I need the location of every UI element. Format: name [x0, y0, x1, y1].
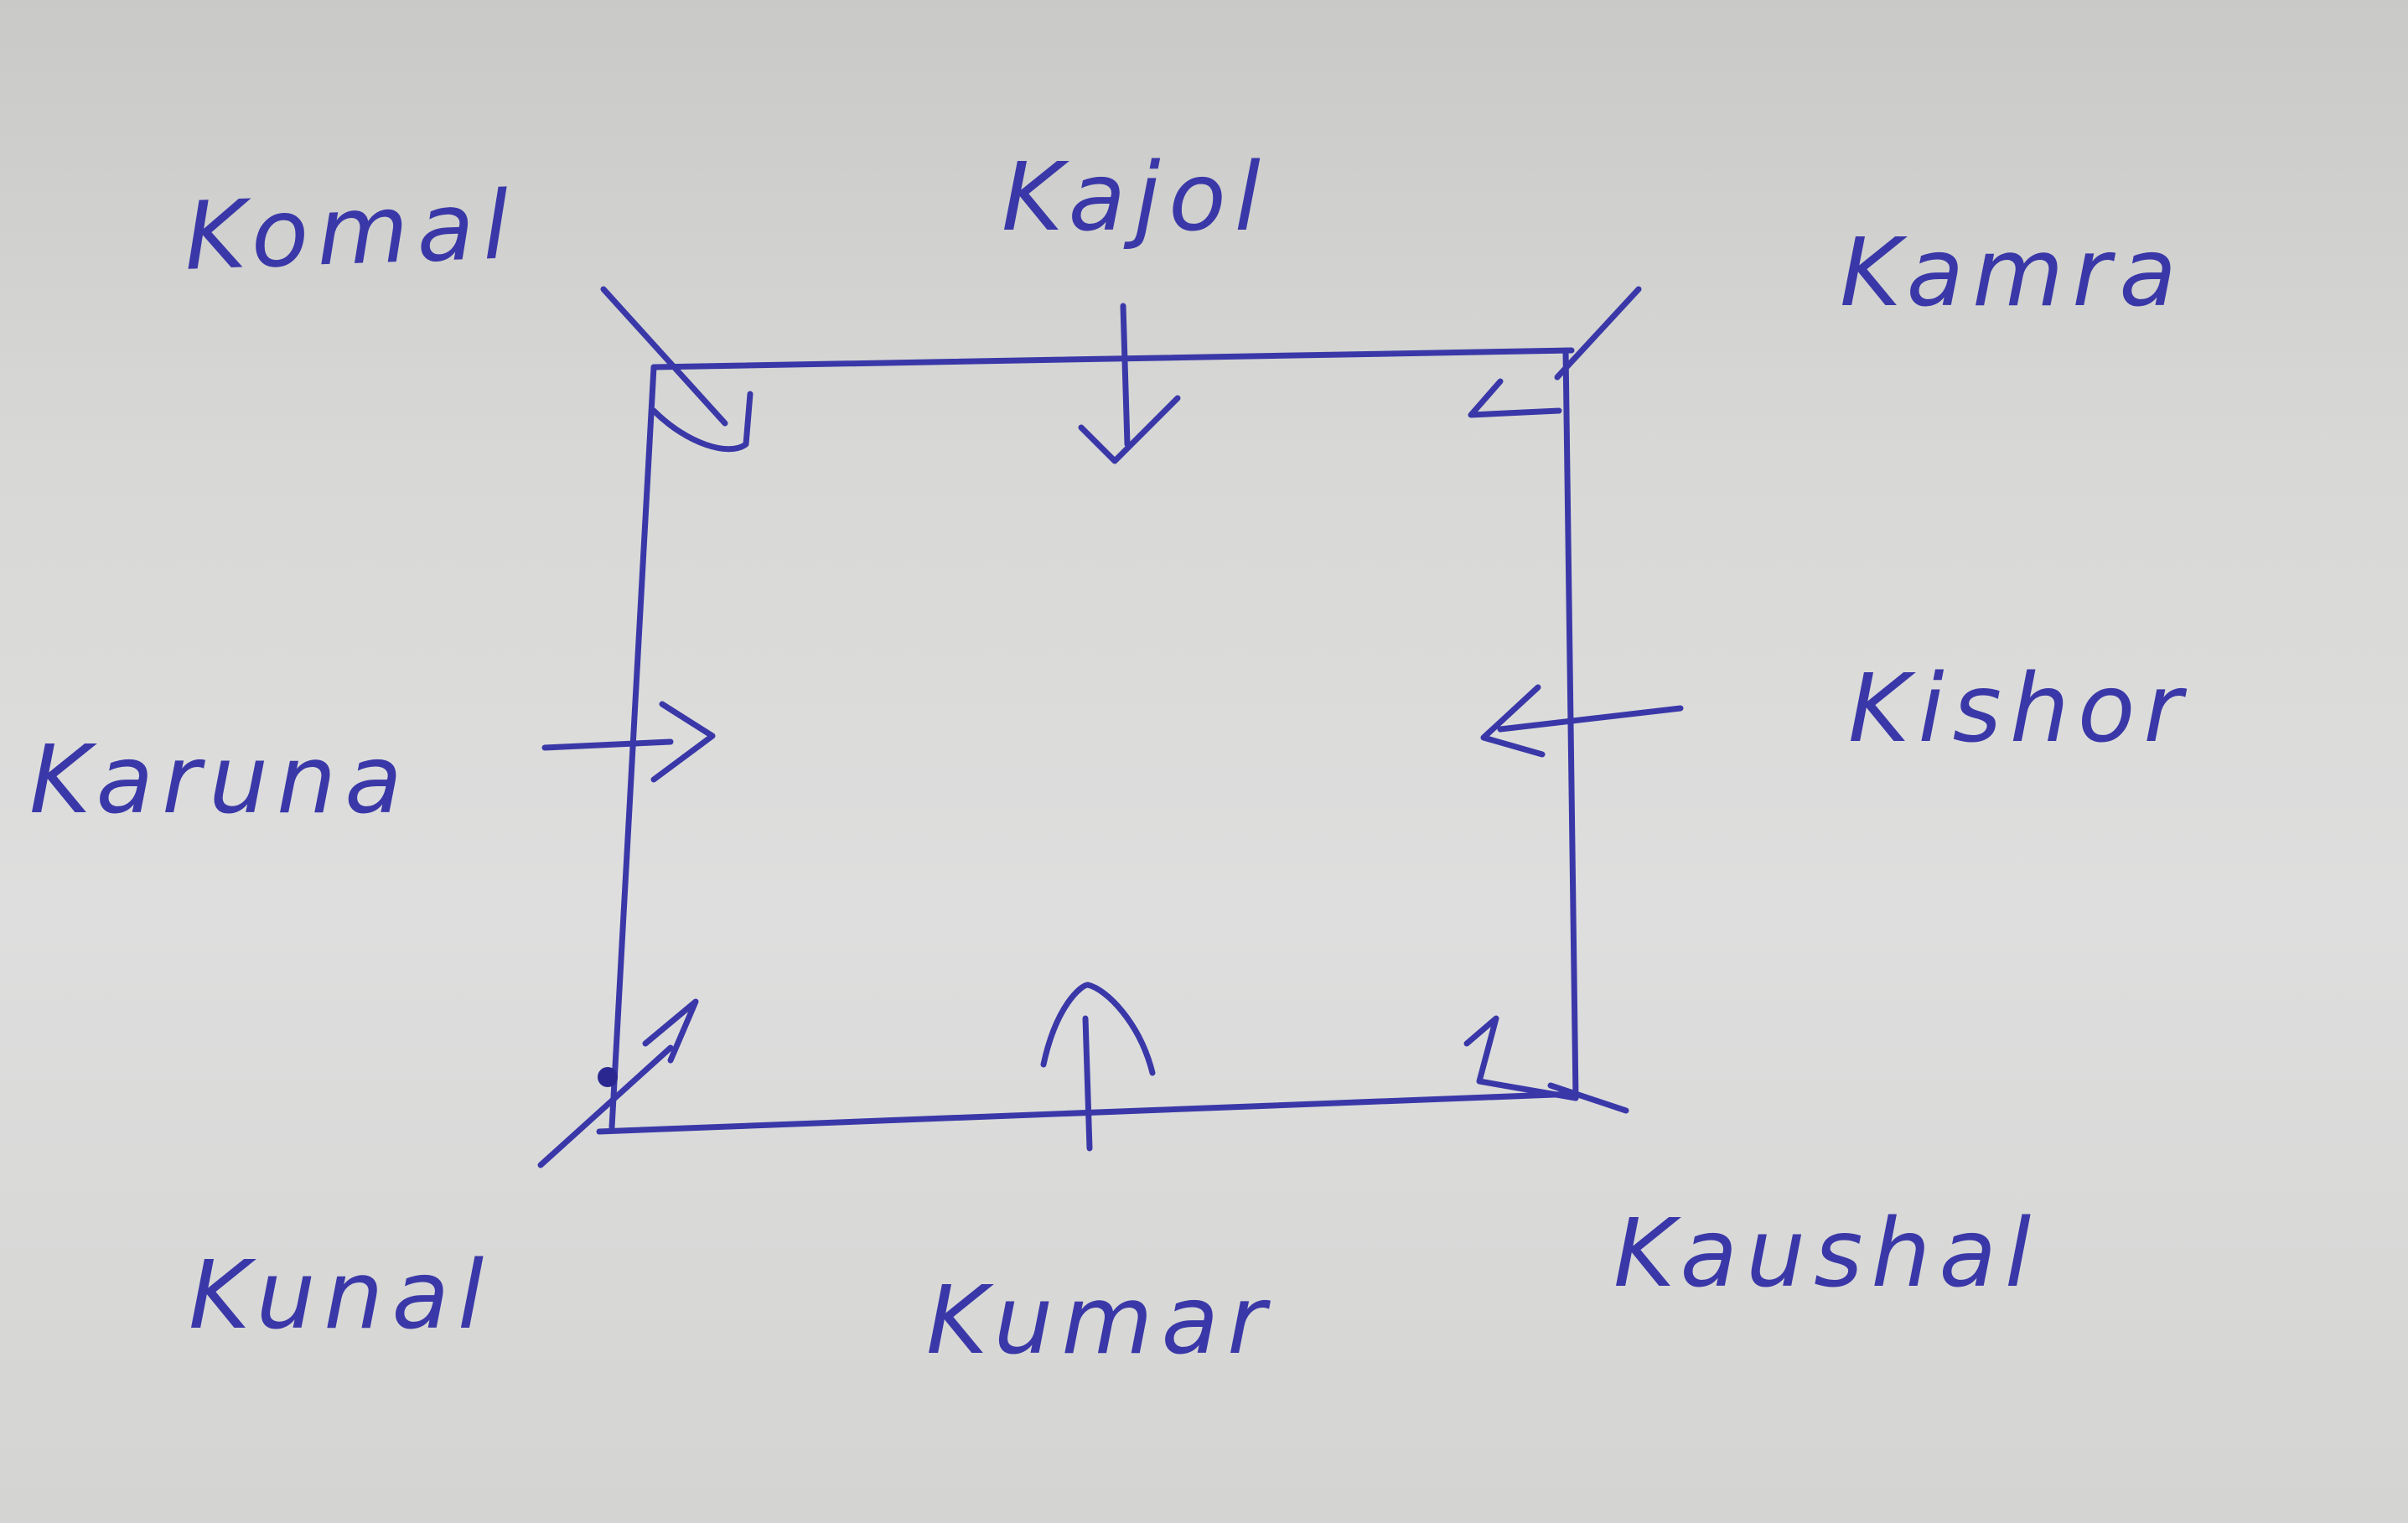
kaushal-arrow	[1463, 1015, 1629, 1114]
label-kamra: Kamra	[1840, 219, 2185, 328]
kishor-arrow	[1480, 684, 1684, 758]
label-kumar: Kumar	[926, 1267, 1275, 1375]
label-kaushal: Kaushal	[1613, 1199, 2040, 1308]
square-left-edge	[608, 364, 657, 1131]
label-kunal: Kunal	[189, 1241, 493, 1350]
label-kishor: Kishor	[1848, 655, 2191, 764]
kumar-arrow	[1040, 982, 1156, 1152]
kamra-arrow	[1468, 286, 1642, 418]
karuna-arrow	[541, 701, 716, 783]
label-kajol: Kajol	[1002, 143, 1269, 252]
label-karuna: Karuna	[29, 726, 411, 835]
square-top-edge	[650, 347, 1575, 370]
square-right-edge	[1562, 347, 1579, 1101]
kunal-arrow	[537, 998, 699, 1168]
label-komal: Komal	[182, 171, 519, 292]
kajol-arrow	[1078, 303, 1181, 464]
komal-arrow	[600, 286, 753, 453]
